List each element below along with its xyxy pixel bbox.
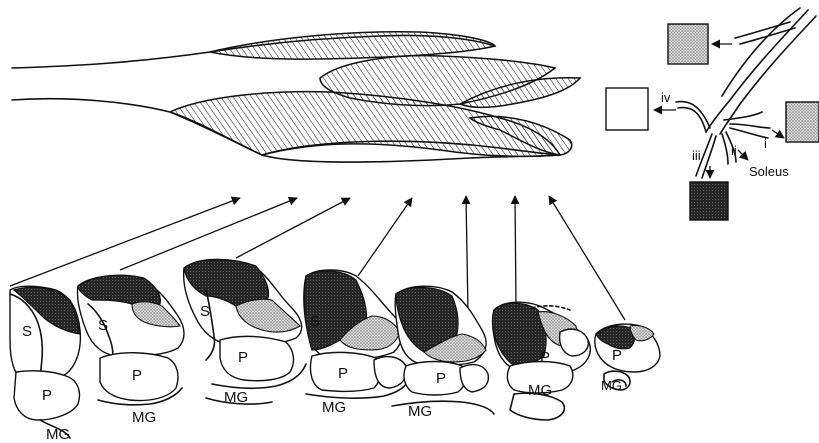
longitudinal-muscle-view xyxy=(12,32,580,162)
cross-section-2: S P MG xyxy=(77,275,184,426)
cross-section-4: S P MG xyxy=(304,270,412,416)
cross-section-1: S P MG xyxy=(10,286,80,443)
label-iii: iii xyxy=(692,148,701,163)
legend-square-iv-white xyxy=(606,88,648,130)
label-i: i xyxy=(764,136,767,151)
legend-square-iii-dark xyxy=(690,182,728,220)
label-iv: iv xyxy=(661,90,671,105)
nerve-branch-iv xyxy=(678,108,706,132)
cross-section-7: P MG xyxy=(595,324,660,393)
legend-square-i-stippled xyxy=(786,102,819,142)
nerve-branch-top xyxy=(735,22,790,38)
pointer-arrow-4 xyxy=(358,198,412,276)
cross-section-5: P MG xyxy=(392,286,494,420)
nerve-branch-i xyxy=(730,128,768,138)
pointer-arrow-3 xyxy=(236,198,350,258)
label-ii: ii xyxy=(731,143,737,158)
legend-square-top-stippled xyxy=(668,24,708,64)
nerve-branch-ii xyxy=(722,134,728,164)
hatched-compartment-1 xyxy=(210,32,495,59)
s3-label-s: S xyxy=(200,303,210,320)
s6-label-p: P xyxy=(540,349,550,366)
cross-section-6: P MG xyxy=(493,302,591,420)
s2-label-p: P xyxy=(132,367,142,384)
s4-label-p: P xyxy=(338,365,348,382)
s5-label-mg: MG xyxy=(408,403,432,420)
pointer-arrow-6 xyxy=(515,196,516,304)
s5-label-p: P xyxy=(436,370,446,387)
s1-label-mg: MG xyxy=(46,426,70,443)
s4-label-mg: MG xyxy=(322,399,346,416)
s3-label-p: P xyxy=(238,349,248,366)
nerve-branch-diagram: iv i ii iii Soleus xyxy=(606,8,819,220)
s1-label-s: S xyxy=(22,323,32,340)
s1-label-p: P xyxy=(42,387,52,404)
s4-label-s: S xyxy=(310,313,320,330)
pointer-arrow-5 xyxy=(466,196,468,312)
s2-label-s: S xyxy=(98,317,108,334)
s3-label-mg: MG xyxy=(224,389,248,406)
s7-label-mg: MG xyxy=(601,378,622,393)
s7-label-p: P xyxy=(612,347,622,364)
s2-label-mg: MG xyxy=(132,409,156,426)
pointer-arrow-7 xyxy=(549,196,625,320)
cross-section-3: S P MG xyxy=(184,260,306,407)
s6-label-mg: MG xyxy=(528,382,552,399)
label-soleus: Soleus xyxy=(749,164,789,179)
